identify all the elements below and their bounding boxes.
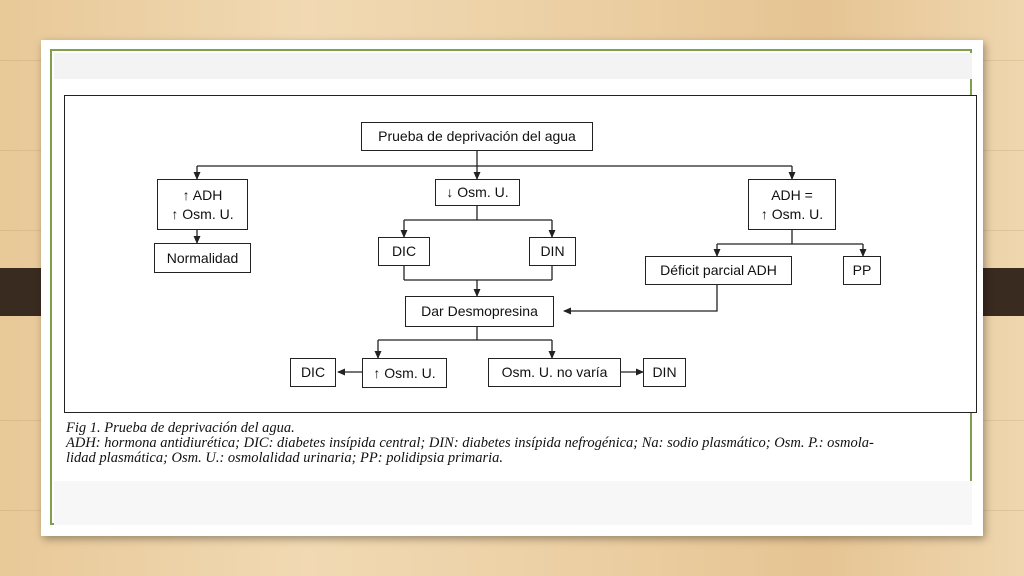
- node-adh-equal: ADH = ↑ Osm. U.: [748, 179, 836, 230]
- node-dic-bottom: DIC: [290, 358, 336, 387]
- caption-line-1: ADH: hormona antidiurética; DIC: diabete…: [66, 435, 874, 451]
- flowchart-connectors: [193, 151, 867, 376]
- node-osm-down: ↓ Osm. U.: [435, 179, 520, 206]
- node-din-top: DIN: [529, 237, 576, 266]
- figure-header-strip: [54, 53, 972, 79]
- slide-bottom-strip: [54, 481, 972, 525]
- connector-partial-to-desmo: [563, 285, 718, 315]
- node-adh-up: ↑ ADH ↑ Osm. U.: [157, 179, 248, 230]
- node-water-deprivation-test: Prueba de deprivación del agua: [361, 122, 593, 151]
- node-osm-no-change: Osm. U. no varía: [488, 358, 621, 387]
- slide: Prueba de deprivación del agua ↑ ADH ↑ O…: [41, 40, 983, 536]
- flowchart-box: Prueba de deprivación del agua ↑ ADH ↑ O…: [64, 95, 977, 413]
- node-give-desmopressin: Dar Desmopresina: [405, 296, 554, 327]
- figure-caption: Fig 1. Prueba de deprivación del agua. A…: [66, 421, 981, 466]
- node-din-bottom: DIN: [643, 358, 686, 387]
- node-normal: Normalidad: [154, 243, 251, 273]
- node-partial-adh-deficit: Déficit parcial ADH: [645, 256, 792, 285]
- caption-title: Fig 1. Prueba de deprivación del agua.: [66, 420, 295, 436]
- slide-border: Prueba de deprivación del agua ↑ ADH ↑ O…: [50, 49, 977, 525]
- node-osm-up: ↑ Osm. U.: [362, 358, 447, 388]
- node-dic-top: DIC: [378, 237, 430, 266]
- node-pp: PP: [843, 256, 881, 285]
- caption-line-2: lidad plasmática; Osm. U.: osmolalidad u…: [66, 450, 504, 466]
